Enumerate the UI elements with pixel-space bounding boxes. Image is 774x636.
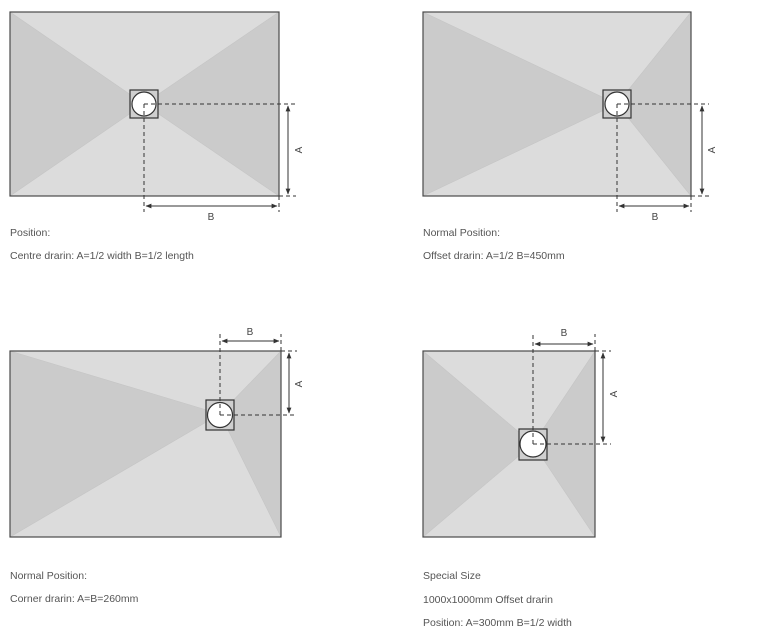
dimension-a-label: A	[609, 390, 620, 397]
dimension-b-label: B	[561, 328, 568, 339]
dimension-a-label: A	[294, 146, 305, 153]
dimension-a-label: A	[707, 146, 718, 153]
corner-drain-diagram: A B	[9, 327, 305, 538]
tray-surface	[422, 11, 692, 197]
offset-caption-detail: Offset drarin: A=1/2 B=450mm	[423, 250, 565, 262]
tray-outline	[422, 350, 596, 538]
special-caption-heading: Special Size	[423, 570, 481, 582]
special-caption-size: 1000x1000mm Offset drarin	[423, 594, 553, 606]
dimension-b-label: B	[208, 212, 215, 223]
tray-outline	[9, 350, 282, 538]
centre-caption-heading: Position:	[10, 227, 51, 239]
special-caption-position: Position: A=300mm B=1/2 width	[423, 617, 572, 629]
offset-drain-diagram: A B	[422, 11, 718, 223]
dimension-b-label: B	[247, 327, 254, 338]
centre-drain-diagram: A B	[9, 11, 305, 223]
special-size-diagram: A B	[422, 328, 620, 538]
dimension-a-label: A	[294, 380, 305, 387]
corner-caption-heading: Normal Position:	[10, 570, 88, 582]
corner-caption-detail: Corner drarin: A=B=260mm	[10, 593, 139, 605]
dimension-b-label: B	[652, 212, 659, 223]
tray-surface	[9, 350, 282, 538]
centre-caption-detail: Centre drarin: A=1/2 width B=1/2 length	[10, 250, 194, 262]
offset-caption-heading: Normal Position:	[423, 227, 501, 239]
tray-surface	[422, 350, 596, 538]
